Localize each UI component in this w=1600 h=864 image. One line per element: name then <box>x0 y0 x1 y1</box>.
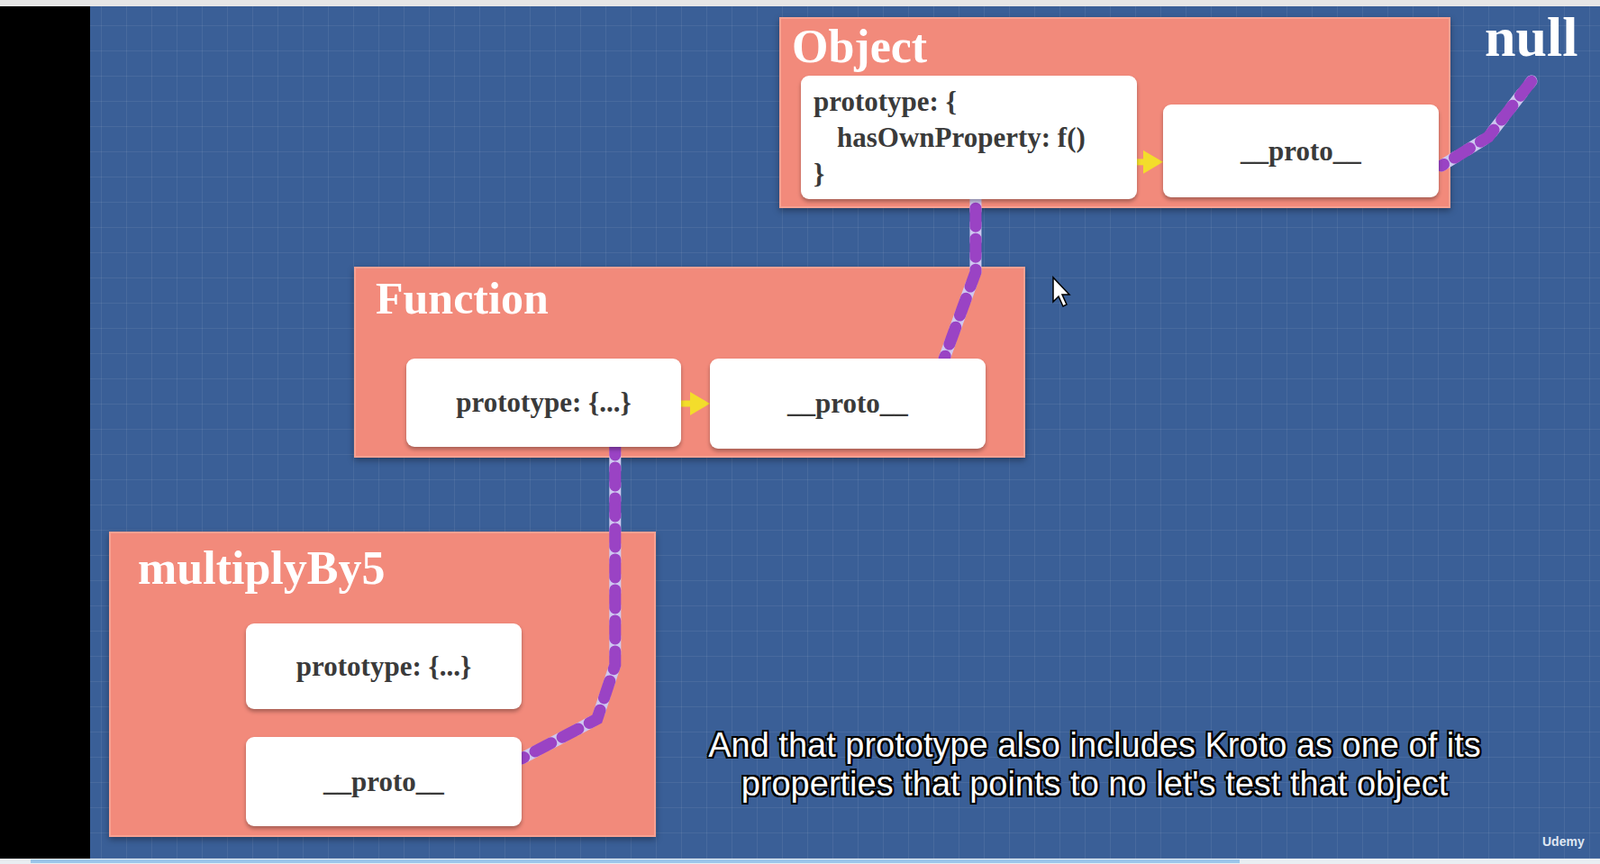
pointer-arrow <box>1136 150 1164 174</box>
property-text: __proto__ <box>787 385 909 422</box>
property-text: prototype: { <box>813 83 957 120</box>
null-label: null <box>1484 5 1578 70</box>
chain-link <box>1441 81 1532 166</box>
frame-title: Function <box>375 273 549 324</box>
menu-bar <box>0 0 1600 7</box>
chain-link <box>944 199 976 359</box>
frame-title: multiplyBy5 <box>137 542 386 594</box>
chain-link <box>1441 81 1532 166</box>
chain-link <box>944 199 976 359</box>
object-frame: multiplyBy5 prototype: {...} __proto__ <box>109 531 656 837</box>
chain-link <box>521 446 616 759</box>
object-frame: Objectprototype: {hasOwnProperty: f()}__… <box>779 17 1451 209</box>
property-text: __proto__ <box>323 763 445 800</box>
arrow-shaft <box>1136 158 1146 165</box>
side-strip <box>0 6 91 864</box>
frame-title: Object <box>791 20 928 73</box>
subtitle-caption: And that prototype also includes Kroto a… <box>630 726 1559 803</box>
property-text: } <box>813 155 825 192</box>
property-box: prototype: {hasOwnProperty: f()} <box>800 75 1137 200</box>
property-text: __proto__ <box>1240 133 1362 170</box>
property-box: __proto__ <box>1163 104 1439 198</box>
arrow-shaft <box>681 400 692 408</box>
property-box: prototype: {...} <box>406 358 682 447</box>
pointer-arrow <box>681 391 710 416</box>
prototype-chain <box>521 446 616 759</box>
arrow-head <box>1143 150 1164 174</box>
property-text: hasOwnProperty: f() <box>836 119 1086 156</box>
property-box: __proto__ <box>709 358 986 449</box>
mouse-cursor <box>1053 277 1070 307</box>
watermark: Udemy <box>1542 834 1585 849</box>
property-text: prototype: {...} <box>455 384 631 421</box>
object-frame: Function prototype: {...} __proto__ <box>354 266 1026 458</box>
chain-link <box>521 446 616 759</box>
prototype-chain <box>944 199 976 359</box>
progress-bar <box>30 859 1240 864</box>
arrow-head <box>690 391 710 416</box>
property-text: prototype: {...} <box>296 648 472 685</box>
property-box: __proto__ <box>245 736 522 827</box>
property-box: prototype: {...} <box>245 623 522 710</box>
